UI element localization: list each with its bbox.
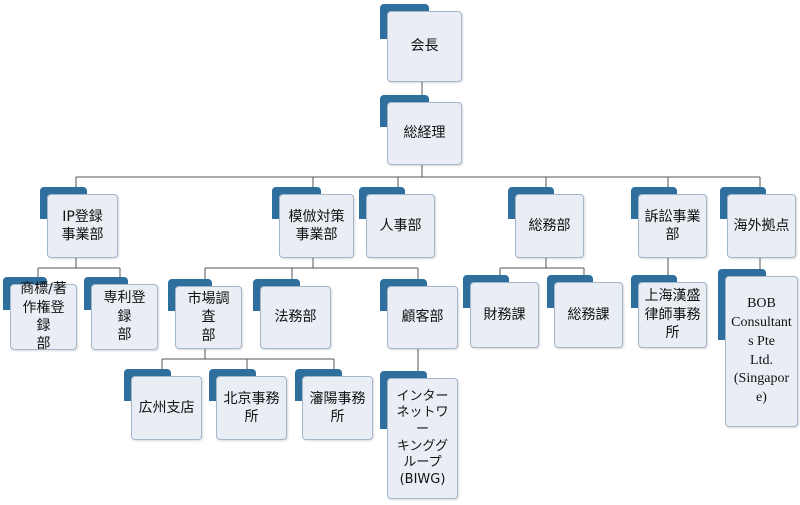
node-hr[interactable]: 人事部	[359, 187, 435, 258]
node-patent-registration[interactable]: 専利登録 部	[84, 277, 158, 350]
node-card: 顧客部	[387, 286, 458, 349]
node-card: 総務部	[515, 194, 584, 258]
node-shenyang-office[interactable]: 瀋陽事務 所	[295, 369, 373, 440]
node-general-affairs-section[interactable]: 総務課	[547, 275, 623, 348]
node-overseas[interactable]: 海外拠点	[720, 187, 796, 258]
node-card: 専利登録 部	[91, 284, 158, 350]
node-label: 法務部	[274, 309, 317, 326]
node-card: IP登録 事業部	[47, 194, 118, 258]
node-label: 会長	[410, 38, 439, 55]
node-label: 海外拠点	[733, 217, 790, 234]
node-card: 模倣対策 事業部	[279, 194, 354, 258]
node-chairman[interactable]: 会長	[380, 4, 462, 82]
node-label: 市場調査 部	[187, 290, 230, 344]
node-market-research[interactable]: 市場調査 部	[168, 279, 242, 349]
node-label: 専利登録 部	[103, 290, 146, 344]
node-card: 総経理	[387, 102, 462, 165]
node-label: 瀋陽事務 所	[309, 390, 366, 425]
node-legal[interactable]: 法務部	[253, 279, 331, 349]
node-finance-section[interactable]: 財務課	[463, 275, 539, 348]
node-label: 北京事務 所	[223, 390, 280, 425]
node-label: BOB Consultants Pte Ltd. (Singapore)	[731, 295, 792, 406]
node-label: 模倣対策 事業部	[288, 208, 345, 243]
node-trademark-copyright[interactable]: 商標/著 作権登録 部	[3, 277, 77, 352]
node-ip-registration[interactable]: IP登録 事業部	[40, 187, 118, 258]
node-label: 総経理	[403, 125, 446, 142]
node-card: 訴訟事業 部	[638, 194, 707, 258]
node-litigation[interactable]: 訴訟事業 部	[631, 187, 707, 258]
node-label: 総務部	[528, 217, 571, 234]
node-label: 総務課	[567, 306, 610, 323]
node-president[interactable]: 総経理	[380, 95, 462, 165]
node-card: 北京事務 所	[216, 376, 287, 440]
node-card: 会長	[387, 11, 462, 82]
node-shanghai-law-firm[interactable]: 上海漢盛 律師事務 所	[631, 275, 707, 348]
node-card: 海外拠点	[727, 194, 796, 258]
node-label: 広州支店	[138, 399, 195, 416]
node-guangzhou-branch[interactable]: 広州支店	[124, 369, 202, 440]
node-beijing-office[interactable]: 北京事務 所	[209, 369, 287, 440]
node-label: 上海漢盛 律師事務 所	[644, 288, 701, 342]
node-label: インター ネットワー キンググ ループ (BIWG)	[396, 388, 449, 487]
node-label: IP登録 事業部	[61, 208, 104, 243]
node-label: 顧客部	[401, 309, 444, 326]
node-bob-singapore[interactable]: BOB Consultants Pte Ltd. (Singapore)	[718, 269, 798, 427]
node-biwg[interactable]: インター ネットワー キンググ ループ (BIWG)	[380, 371, 458, 499]
node-label: 訴訟事業 部	[644, 208, 701, 243]
node-card: インター ネットワー キンググ ループ (BIWG)	[387, 378, 458, 499]
node-label: 商標/著 作権登録 部	[20, 281, 67, 353]
node-card: BOB Consultants Pte Ltd. (Singapore)	[725, 276, 798, 427]
node-customer[interactable]: 顧客部	[380, 279, 458, 349]
node-label: 人事部	[379, 217, 422, 234]
node-label: 財務課	[483, 306, 526, 323]
node-card: 瀋陽事務 所	[302, 376, 373, 440]
node-card: 総務課	[554, 282, 623, 348]
node-anti-counterfeit[interactable]: 模倣対策 事業部	[272, 187, 354, 258]
node-card: 市場調査 部	[175, 286, 242, 349]
node-card: 財務課	[470, 282, 539, 348]
node-card: 商標/著 作権登録 部	[10, 281, 77, 352]
node-card: 人事部	[366, 194, 435, 258]
node-card: 広州支店	[131, 376, 202, 440]
node-card: 上海漢盛 律師事務 所	[638, 282, 707, 348]
node-card: 法務部	[260, 286, 331, 349]
node-general-affairs[interactable]: 総務部	[508, 187, 584, 258]
